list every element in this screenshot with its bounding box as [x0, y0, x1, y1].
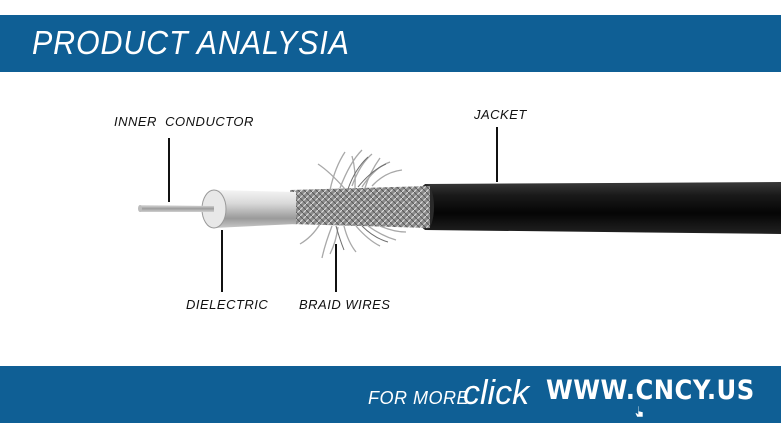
coax-cable-illustration [138, 127, 781, 292]
inner-conductor-label: INNER CONDUCTOR [114, 114, 254, 129]
frayed-strands-dark [335, 156, 389, 251]
inner-conductor [140, 205, 214, 212]
click-text: click [463, 374, 530, 412]
footer-band: FOR MORE click WWW.CNCY.US [0, 366, 781, 423]
jacket-label: JACKET [474, 107, 527, 122]
frayed-strands [299, 149, 407, 259]
braid [290, 186, 430, 228]
website-link[interactable]: WWW.CNCY.US [546, 375, 755, 406]
conductor-tip [138, 205, 142, 212]
header-band: PRODUCT ANALYSIA [0, 15, 781, 72]
hand-cursor-icon [634, 406, 644, 418]
for-more-text: FOR MORE [368, 388, 469, 408]
jacket [419, 182, 781, 234]
dielectric [214, 190, 296, 228]
top-strip [0, 0, 781, 15]
dielectric-label: DIELECTRIC [186, 297, 269, 312]
braid-wires-label: BRAID WIRES [299, 297, 391, 312]
page-title: PRODUCT ANALYSIA [32, 24, 350, 61]
cable-diagram: INNER CONDUCTOR JACKET DIELECTRIC BRAID … [0, 72, 781, 366]
